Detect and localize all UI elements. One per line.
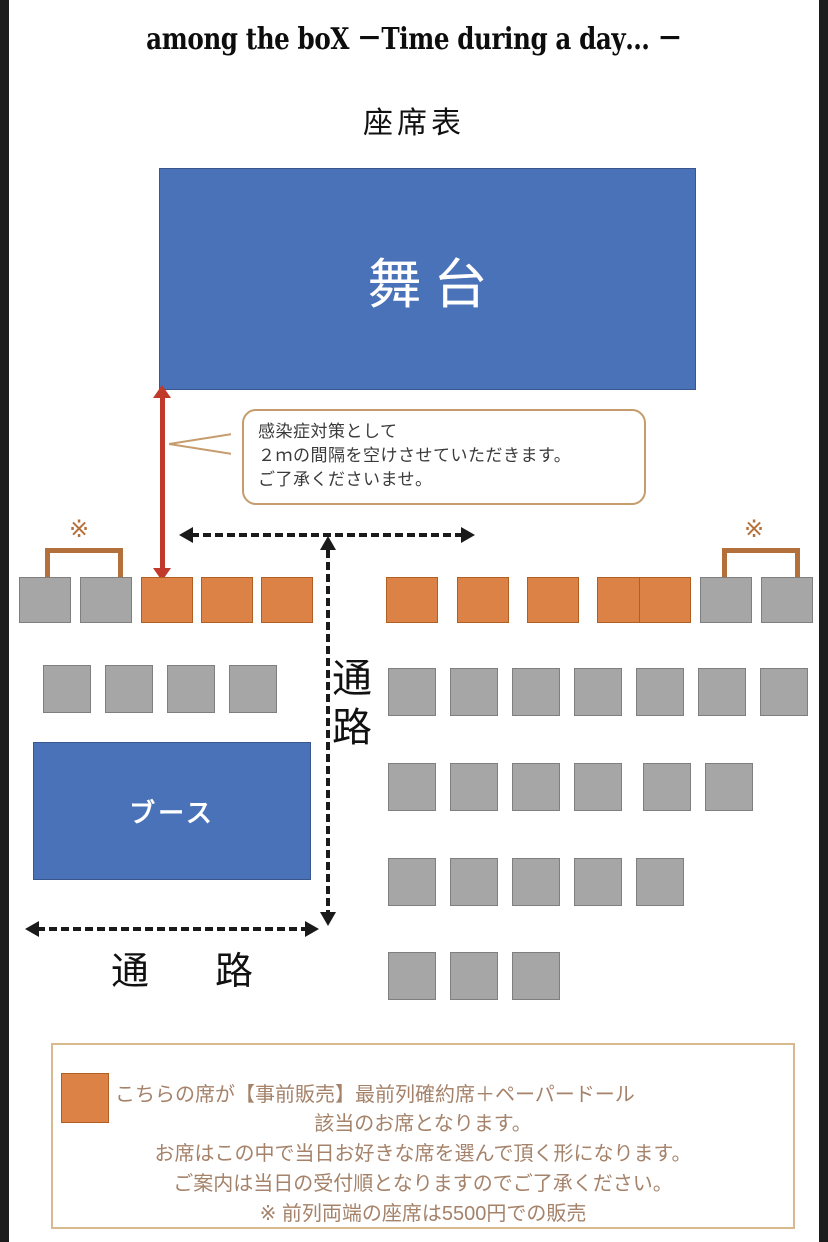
booth-label: ブース <box>129 797 215 828</box>
top-aisle-dashed-line <box>191 533 463 537</box>
callout-line-3: ご了承くださいませ。 <box>258 470 433 490</box>
seat-r3-r1[interactable] <box>388 763 436 811</box>
callout-tail-icon <box>169 431 245 457</box>
vertical-aisle-char-1: 通 <box>332 657 372 701</box>
seat-r3-r3[interactable] <box>512 763 560 811</box>
booth-block: ブース <box>33 742 311 880</box>
seat-r2-r5[interactable] <box>636 668 684 716</box>
seat-r5-r3[interactable] <box>512 952 560 1000</box>
legend-line-4: ご案内は当日の受付順となりますのでご了承ください。 <box>173 1173 673 1195</box>
bottom-aisle-arrow-head-left <box>25 921 39 937</box>
seat-r1-l5[interactable] <box>261 577 313 623</box>
seat-r4-r5[interactable] <box>636 858 684 906</box>
seat-r1-r5[interactable] <box>639 577 691 623</box>
seat-r2-r7[interactable] <box>760 668 808 716</box>
legend-color-swatch <box>61 1073 109 1123</box>
reference-bracket-left <box>45 548 123 578</box>
seat-r4-r1[interactable] <box>388 858 436 906</box>
seat-r3-r5[interactable] <box>643 763 691 811</box>
legend-line-1: こちらの席が【事前販売】最前列確約席＋ペーパードール <box>115 1084 635 1106</box>
seat-r5-r1[interactable] <box>388 952 436 1000</box>
top-aisle-arrow-head-right <box>461 527 475 543</box>
seat-r2-r2[interactable] <box>450 668 498 716</box>
page-subtitle: 座席表 <box>363 107 465 140</box>
seat-r2-l3[interactable] <box>167 665 215 713</box>
seat-r1-r2[interactable] <box>457 577 509 623</box>
vertical-aisle-label: 通 路 <box>324 655 380 753</box>
seat-r1-r7[interactable] <box>761 577 813 623</box>
seat-r1-r1[interactable] <box>386 577 438 623</box>
legend-box <box>51 1043 795 1229</box>
seat-r2-r6[interactable] <box>698 668 746 716</box>
reference-bracket-right <box>722 548 800 578</box>
vertical-aisle-char-2: 路 <box>332 705 372 750</box>
reference-mark-left: ※ <box>69 516 90 543</box>
seat-r4-r3[interactable] <box>512 858 560 906</box>
stage-block: 舞台 <box>159 168 696 390</box>
legend-line-5: ※ 前列両端の座席は5500円での販売 <box>259 1203 587 1225</box>
seat-r1-r3[interactable] <box>527 577 579 623</box>
vertical-aisle-arrow-head-down <box>320 912 336 926</box>
seat-r2-r4[interactable] <box>574 668 622 716</box>
seat-r3-r6[interactable] <box>705 763 753 811</box>
seat-r1-l1[interactable] <box>19 577 71 623</box>
seat-r1-r6[interactable] <box>700 577 752 623</box>
seat-r1-l3[interactable] <box>141 577 193 623</box>
vertical-aisle-arrow-head-up <box>320 536 336 550</box>
legend-line-3: お席はこの中で当日お好きな席を選んで頂く形になります。 <box>154 1143 692 1165</box>
seat-r5-r2[interactable] <box>450 952 498 1000</box>
seat-r2-r1[interactable] <box>388 668 436 716</box>
callout-line-1: 感染症対策として <box>258 422 398 441</box>
distance-arrow-line <box>160 392 165 576</box>
page-title: among the boX －Time during a day… － <box>146 22 682 57</box>
seat-r4-r4[interactable] <box>574 858 622 906</box>
seat-r4-r2[interactable] <box>450 858 498 906</box>
stage-label: 舞台 <box>367 254 500 315</box>
seat-r3-r2[interactable] <box>450 763 498 811</box>
seat-r1-l4[interactable] <box>201 577 253 623</box>
bottom-aisle-arrow-head-right <box>305 921 319 937</box>
bottom-aisle-dashed-line <box>37 927 309 931</box>
seat-r3-r4[interactable] <box>574 763 622 811</box>
seat-r2-l2[interactable] <box>105 665 153 713</box>
seat-r2-l1[interactable] <box>43 665 91 713</box>
reference-mark-right: ※ <box>744 516 765 543</box>
vertical-aisle-dashed-line <box>326 550 330 918</box>
callout-line-2: ２ｍの間隔を空けさせていただきます。 <box>258 446 572 466</box>
seat-r1-l2[interactable] <box>80 577 132 623</box>
seat-r2-l4[interactable] <box>229 665 277 713</box>
horizontal-aisle-label: 通 路 <box>110 951 267 993</box>
legend-line-2: 該当のお席となります。 <box>314 1113 532 1135</box>
distance-callout: 感染症対策として ２ｍの間隔を空けさせていただきます。 ご了承くださいませ。 <box>242 409 646 506</box>
top-aisle-arrow-head-left <box>179 527 193 543</box>
seat-r2-r3[interactable] <box>512 668 560 716</box>
distance-arrow-head-top <box>153 385 171 398</box>
